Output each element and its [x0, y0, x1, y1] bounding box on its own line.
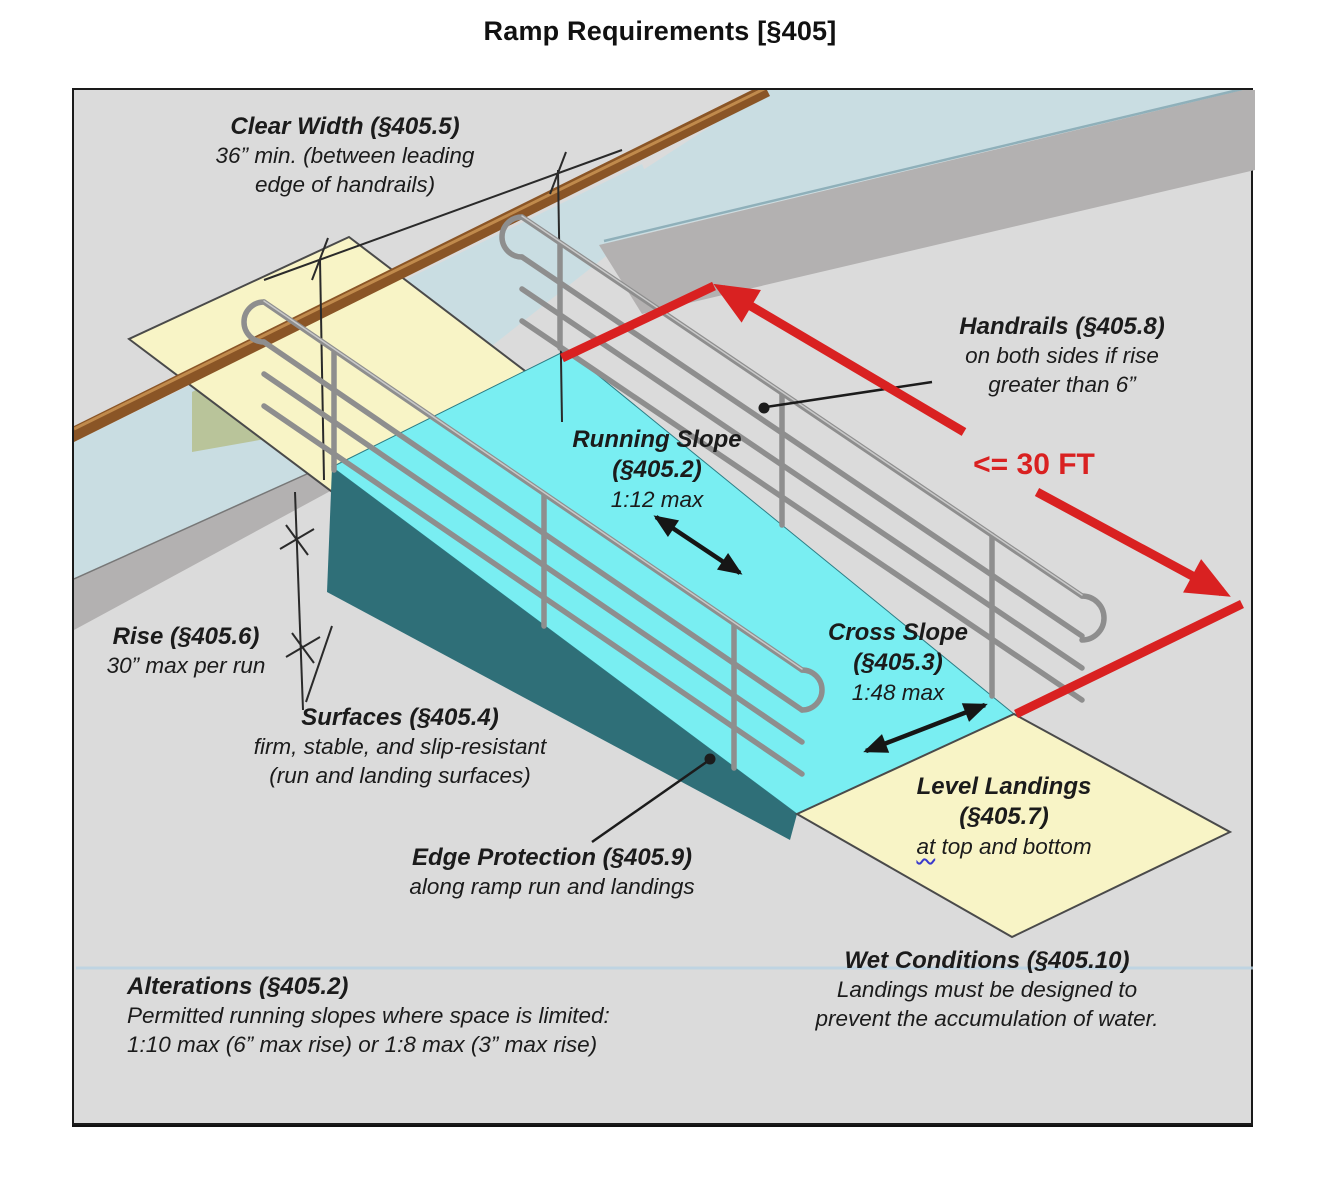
right-railing-highlight: [521, 215, 1083, 596]
left-railing-rail-2: [261, 339, 805, 713]
left-railing-rail-3: [261, 371, 805, 745]
running-slope-arrow: [653, 515, 743, 575]
left-railing-top-loop: [241, 299, 267, 345]
clear-width-line1: 36” min. (between leading: [215, 143, 475, 169]
wet-conditions-line1: Landings must be designed to: [836, 977, 1138, 1003]
level-landings-body: at top and bottom: [916, 833, 1091, 862]
rise-leader-slash: [305, 625, 333, 703]
walkway-curb-left: [74, 464, 347, 630]
handrails-heading: Handrails (§405.8): [959, 313, 1165, 340]
edge-protection-body: along ramp run and landings: [409, 874, 695, 900]
walkway-right-edge-line: [603, 90, 1243, 243]
right-railing-rail-3: [519, 286, 1085, 671]
leader-lines-group: [591, 380, 933, 844]
label-wet-conditions: Wet Conditions (§405.10) Landings must b…: [815, 946, 1158, 1034]
red-dimension-tail-top: [560, 281, 716, 363]
label-edge-protection: Edge Protection (§405.9) along ramp run …: [409, 843, 694, 902]
wood-handrail-highlight: [74, 90, 766, 431]
walkway-floor-right: [602, 90, 1242, 244]
clear-width-dimension-line: [263, 149, 623, 281]
left-railing-highlight: [263, 300, 803, 670]
rise-tick-bottom-b: [291, 632, 315, 664]
cross-slope-value: 1:48 max: [851, 679, 945, 705]
edge-protection-leader-dot: [704, 753, 716, 765]
handrails-line1: on both sides if rise: [965, 343, 1159, 369]
handrails-leader-line: [765, 380, 933, 409]
walkway-curb-right: [599, 90, 1255, 314]
ramp-diagram-figure: Clear Width (§405.5) 36” min. (between l…: [72, 88, 1255, 1125]
rise-tick-top-b: [285, 524, 309, 556]
label-rise: Rise (§405.6) 30” max per run: [107, 622, 266, 681]
rise-heading: Rise (§405.6): [112, 623, 260, 650]
right-railing-bottom-loop: [1079, 593, 1107, 643]
red-dimension-arrow-up: [713, 283, 967, 436]
wood-rail-group: [74, 90, 770, 442]
cross-slope-arrow: [863, 702, 988, 754]
running-slope-section: (§405.2): [612, 456, 702, 484]
right-railing-top-loop: [499, 214, 525, 260]
isometric-ramp-illustration: [74, 90, 1255, 970]
clear-width-tick-right: [549, 151, 567, 195]
right-railing-rail-4: [519, 318, 1085, 703]
left-railing-bottom-loop: [799, 667, 825, 713]
rise-value: 30” max per run: [106, 653, 266, 679]
label-alterations: Alterations (§405.2) Permitted running s…: [127, 972, 610, 1060]
label-surfaces: Surfaces (§405.4) firm, stable, and slip…: [254, 703, 547, 791]
label-clear-width: Clear Width (§405.5) 36” min. (between l…: [216, 112, 475, 200]
cross-slope-heading: Cross Slope: [827, 619, 969, 646]
left-railing-top-rail: [261, 299, 805, 673]
level-landings-body-word: at: [916, 833, 936, 859]
clear-width-line2: edge of handrails): [254, 172, 436, 198]
surfaces-line2: (run and landing surfaces): [269, 763, 531, 789]
level-landings-heading: Level Landings: [916, 773, 1092, 800]
slope-arrows-group: [653, 515, 988, 754]
wet-conditions-heading: Wet Conditions (§405.10): [844, 947, 1130, 974]
dimension-lines-group: [263, 149, 623, 711]
handrails-leader-dot: [758, 402, 770, 414]
cross-slope-section: (§405.3): [853, 649, 943, 677]
running-slope-heading: Running Slope: [572, 426, 742, 453]
curb-left-edge: [74, 463, 330, 580]
rise-dimension-line: [294, 491, 304, 711]
surfaces-line1: firm, stable, and slip-resistant: [253, 734, 547, 760]
alterations-line1: Permitted running slopes where space is …: [127, 1003, 610, 1029]
level-landings-section: (§405.7): [959, 803, 1049, 831]
clear-width-tick-left: [311, 237, 329, 281]
wet-conditions-line2: prevent the accumulation of water.: [815, 1006, 1159, 1032]
alterations-heading: Alterations (§405.2): [127, 973, 349, 1000]
left-railing-rail-4: [261, 403, 805, 777]
right-railing-rail-2: [519, 254, 1085, 639]
label-level-landings: Level Landings (§405.7) at top and botto…: [916, 772, 1091, 862]
surfaces-heading: Surfaces (§405.4): [301, 704, 499, 731]
edge-protection-heading: Edge Protection (§405.9): [411, 844, 693, 871]
label-handrails: Handrails (§405.8) on both sides if rise…: [959, 312, 1164, 400]
alterations-line2: 1:10 max (6” max rise) or 1:8 max (3” ma…: [127, 1032, 598, 1058]
red-dimension-arrow-down: [1034, 488, 1231, 597]
railings-group: [241, 214, 1107, 777]
handrails-line2: greater than 6”: [988, 372, 1136, 398]
ramp-side-face: [327, 467, 797, 840]
wood-handrail-strip: [74, 90, 770, 442]
label-30ft-dimension: <= 30 FT: [973, 448, 1095, 481]
running-slope-value: 1:12 max: [610, 486, 704, 512]
label-cross-slope: Cross Slope (§405.3) 1:48 max: [828, 618, 968, 708]
level-landings-body-rest: top and bottom: [935, 833, 1092, 859]
red-dimension-group: [560, 281, 1244, 719]
edge-protection-leader-line: [591, 759, 709, 844]
clear-width-heading: Clear Width (§405.5): [230, 113, 460, 140]
label-running-slope: Running Slope (§405.2) 1:12 max: [572, 425, 741, 515]
page-title: Ramp Requirements [§405]: [483, 16, 837, 46]
red-dimension-tail-bottom: [1014, 599, 1244, 719]
right-railing-top-rail: [519, 214, 1085, 599]
